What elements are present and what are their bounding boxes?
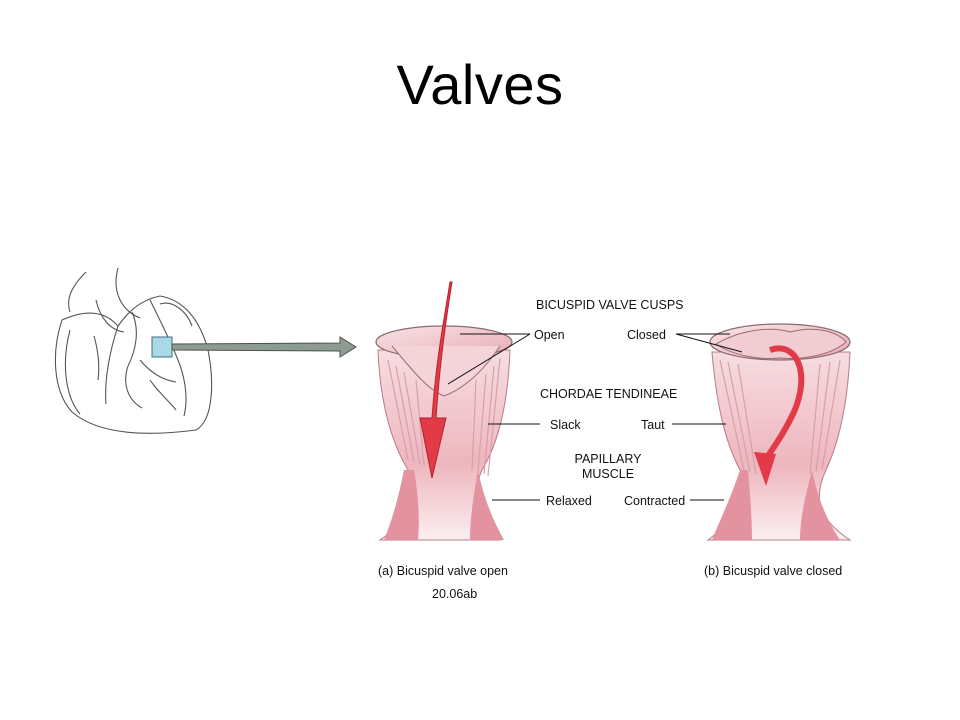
label-papillary: PAPILLARY: [575, 452, 643, 466]
closed-flow-arrow: [754, 345, 805, 486]
leader-lines: [447, 333, 743, 501]
label-closed: Closed: [627, 328, 666, 342]
label-chordae-tendineae: CHORDAE TENDINEAE: [540, 387, 677, 401]
label-bicuspid-valve-cusps: BICUSPID VALVE CUSPS: [536, 298, 684, 312]
figure-id: 20.06ab: [432, 587, 477, 601]
label-taut: Taut: [641, 418, 665, 432]
caption-b: (b) Bicuspid valve closed: [704, 564, 842, 578]
highlight-box: [151, 336, 173, 358]
label-contracted: Contracted: [624, 494, 685, 508]
open-valve-illustration: [375, 325, 513, 541]
heart-outline-drawing: [54, 267, 213, 434]
label-open: Open: [534, 328, 565, 342]
label-muscle: MUSCLE: [582, 467, 634, 481]
label-relaxed: Relaxed: [546, 494, 592, 508]
open-flow-arrow: [419, 281, 453, 479]
caption-a: (a) Bicuspid valve open: [378, 564, 508, 578]
pointer-arrow: [171, 336, 357, 358]
label-slack: Slack: [550, 418, 581, 432]
slide-title: Valves: [396, 53, 564, 116]
closed-valve-illustration: [706, 323, 852, 541]
